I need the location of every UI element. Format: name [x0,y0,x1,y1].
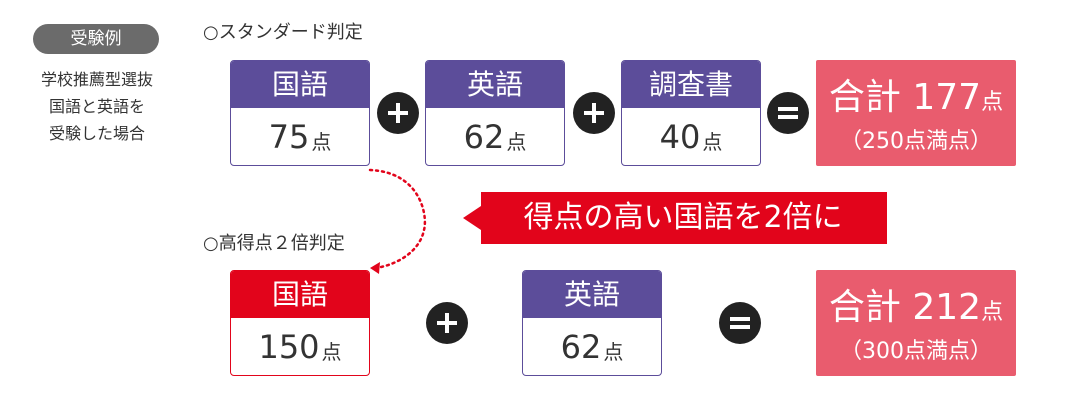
standard-title: ○スタンダード判定 [203,22,363,43]
score-value: 62 [560,327,602,366]
score-unit: 点 [321,340,342,364]
equals-icon [719,302,761,344]
standard-total: 合計 177点 （250点満点） [816,60,1016,166]
total-label: 合計 212 [828,287,982,328]
plus-icon [426,302,468,344]
score-value: 150 [258,327,320,366]
score-unit: 点 [506,130,527,154]
subject-name: 国語 [231,61,369,108]
score-unit: 点 [311,130,332,154]
score-unit: 点 [702,130,723,154]
score-unit: 点 [603,340,624,364]
score-value: 62 [463,117,505,156]
total-max: （300点満点） [840,339,992,364]
example-desc-line-2: 国語と英語を [48,97,145,116]
total-max: （250点満点） [840,129,992,154]
total-unit: 点 [981,300,1004,325]
callout-text: 得点の高い国語を2倍に [523,200,843,235]
plus-icon [573,92,615,134]
total-score: 合計 177点 [816,78,1016,123]
example-badge: 受験例 [33,24,159,54]
equals-icon [767,92,809,134]
score-value: 75 [268,117,310,156]
score-value: 40 [659,117,701,156]
subject-name: 英語 [523,271,661,318]
dotted-arrow-icon [368,168,427,274]
example-desc-line-3: 受験した場合 [48,124,145,143]
plus-icon [377,92,419,134]
total-score: 合計 212点 [816,288,1016,333]
subject-name: 国語 [231,271,369,318]
callout-banner: 得点の高い国語を2倍に [463,192,887,244]
highscore-title: ○高得点２倍判定 [203,233,345,254]
subject-name: 英語 [426,61,564,108]
example-desc-line-1: 学校推薦型選抜 [40,70,153,89]
highscore-total: 合計 212点 （300点満点） [816,270,1016,376]
example-description: 学校推薦型選抜 国語と英語を 受験した場合 [18,66,176,147]
total-unit: 点 [981,90,1004,115]
subject-name: 調査書 [622,61,760,108]
total-label: 合計 177 [828,77,982,118]
